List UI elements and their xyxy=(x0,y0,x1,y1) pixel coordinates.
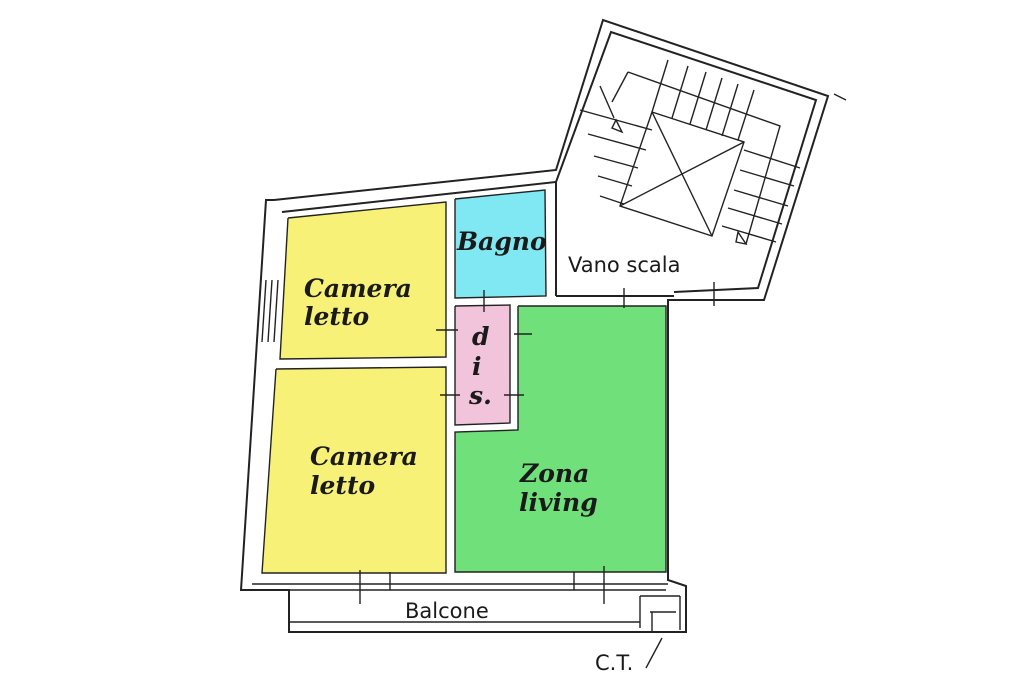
outer-walls xyxy=(239,18,830,633)
bedroom-top-label-line1: Camera xyxy=(304,274,412,303)
balcony-label: Balcone xyxy=(405,599,489,623)
living-fill xyxy=(455,306,666,572)
bedroom-bottom-label-line1: Camera xyxy=(310,442,418,471)
hallway-label-line3: s. xyxy=(468,381,492,410)
hallway-label-line2: i xyxy=(472,352,482,381)
bathroom-fill xyxy=(455,190,546,298)
window xyxy=(261,279,279,343)
hallway-fill xyxy=(455,305,510,425)
stairwell-label: Vano scala xyxy=(568,253,681,277)
bedroom-top-fill xyxy=(280,202,446,359)
bedroom-top-label-line2: letto xyxy=(304,302,369,331)
living-label-line2: living xyxy=(519,488,598,517)
bedroom-bottom-label-line2: letto xyxy=(310,471,375,500)
interior-walls xyxy=(252,189,681,632)
bathroom-label: Bagno xyxy=(456,227,547,256)
door-marks xyxy=(359,282,715,604)
boiler-label: C.T. xyxy=(595,651,633,675)
bedroom-bottom-fill xyxy=(262,367,446,573)
staircase xyxy=(579,59,847,246)
boiler-leader-line xyxy=(645,637,663,669)
hallway-label-line1: d xyxy=(472,322,489,351)
living-label-line1: Zona xyxy=(519,459,589,488)
